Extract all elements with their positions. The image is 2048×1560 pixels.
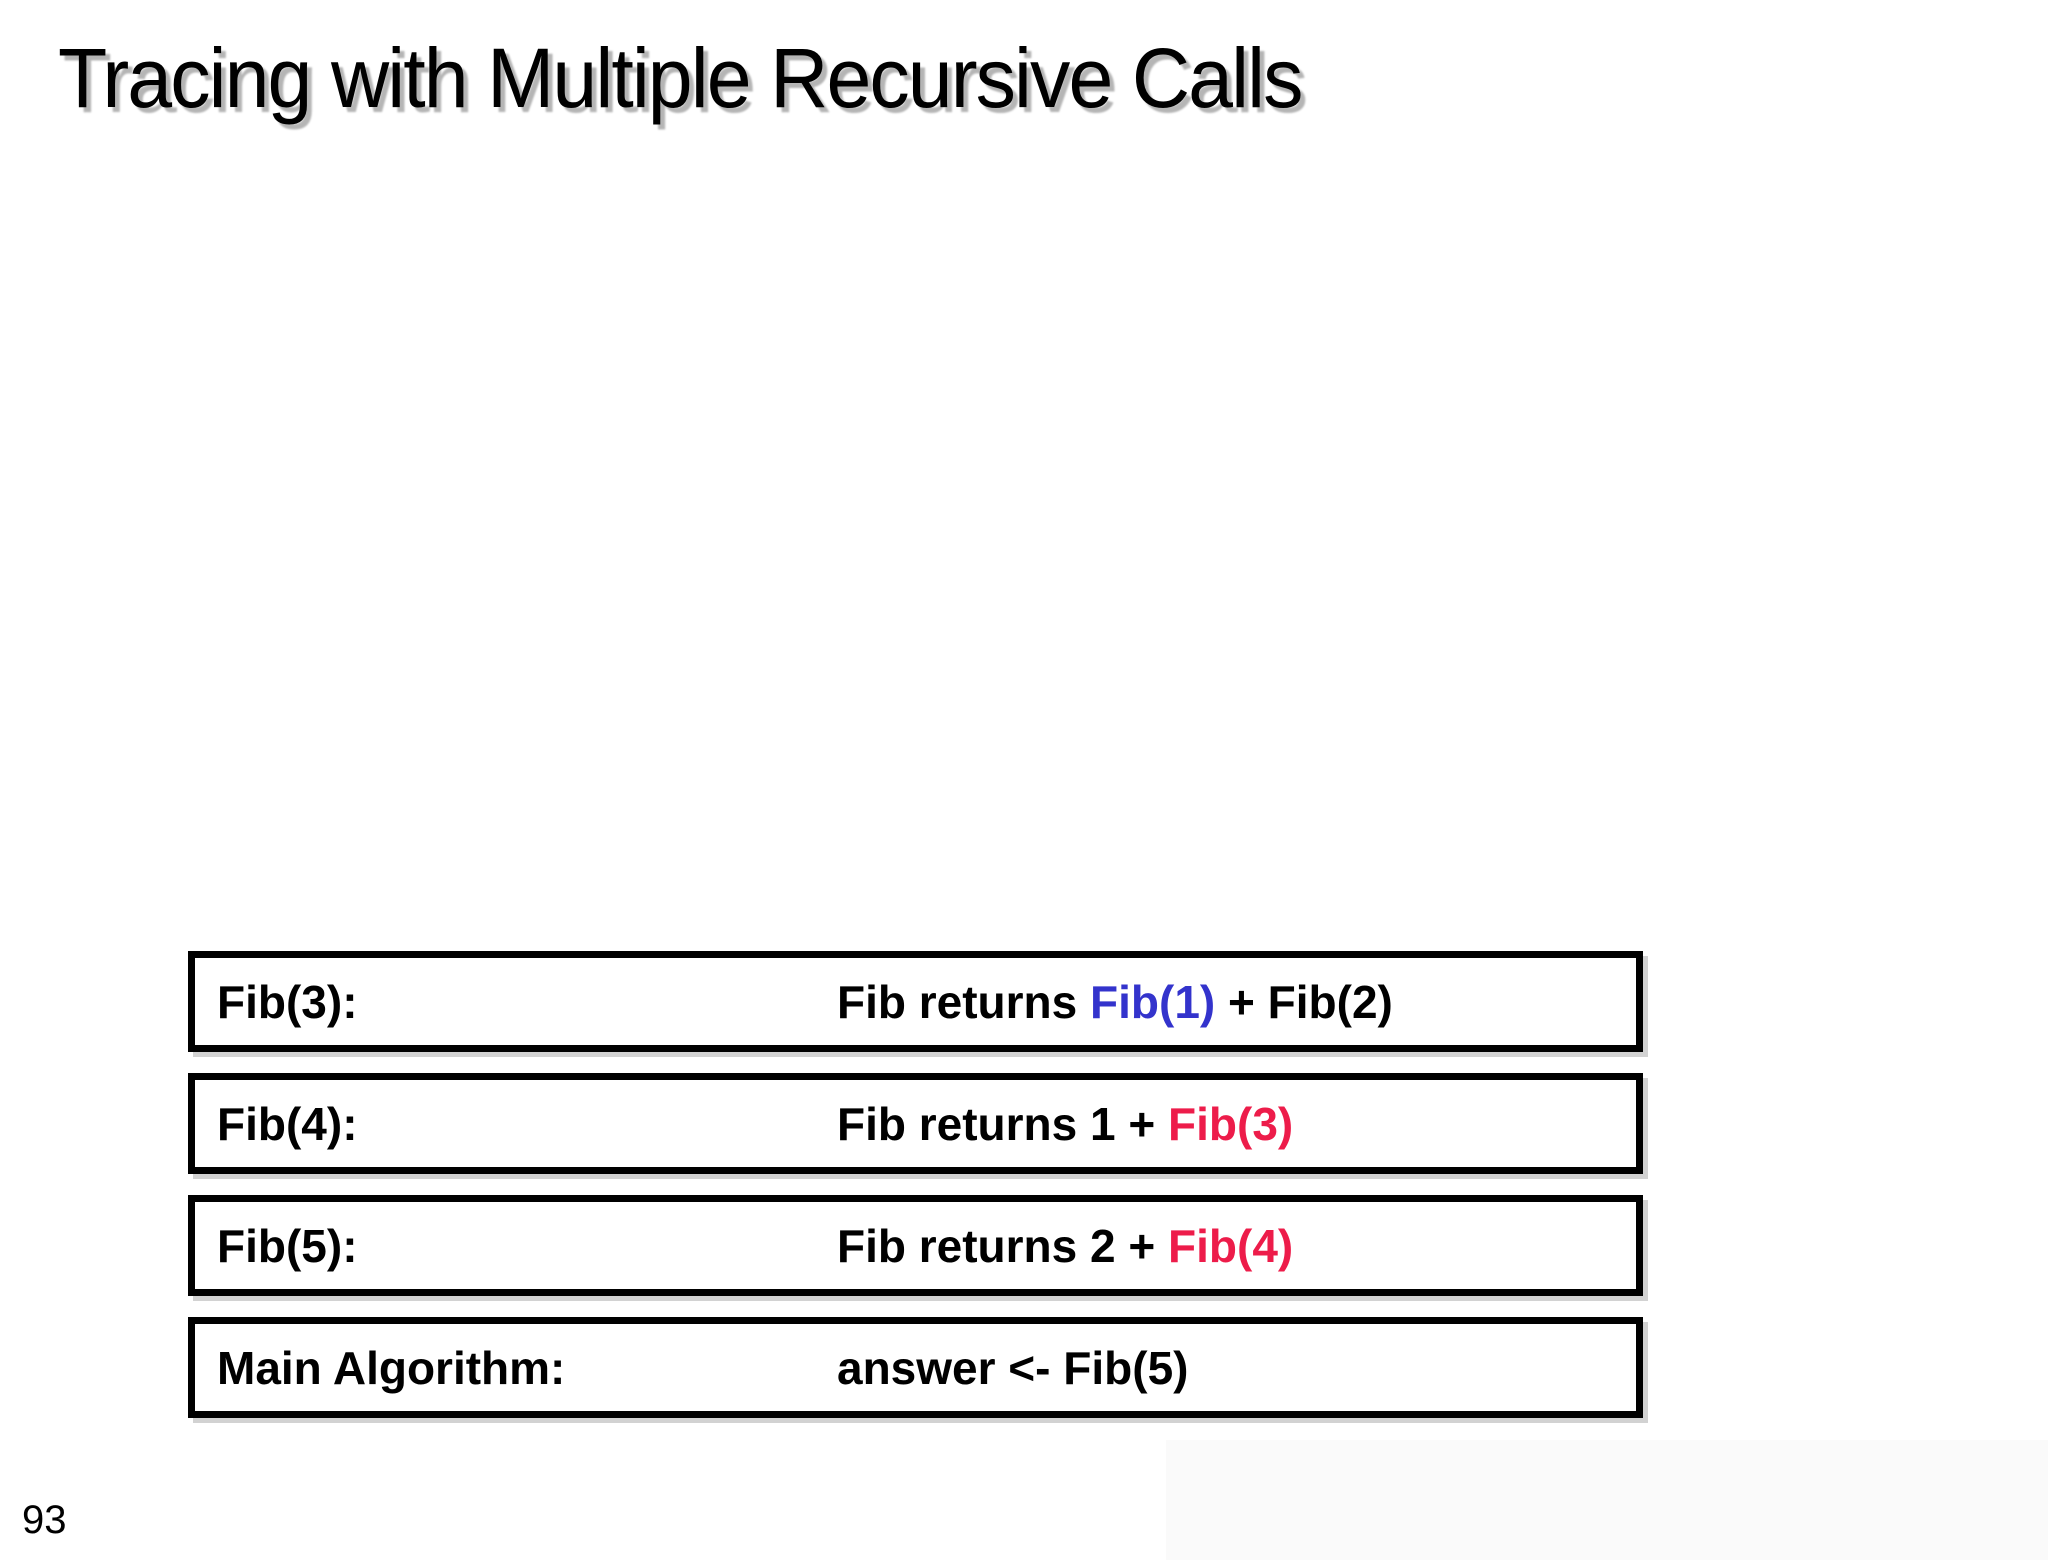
stack-frame-row: Fib(3): Fib returns Fib(1) + Fib(2) xyxy=(188,951,1643,1052)
expression-segment: Fib(1) xyxy=(1090,975,1216,1028)
expression-segment: Fib returns xyxy=(837,975,1091,1028)
expression-segment: Fib returns 1 + xyxy=(837,1097,1169,1150)
frame-expression: answer <- Fib(5) xyxy=(837,1341,1188,1395)
stack-frame-row: Fib(5): Fib returns 2 + Fib(4) xyxy=(188,1195,1643,1296)
expression-segment: + Fib(2) xyxy=(1215,975,1393,1028)
expression-segment: Fib returns 2 + xyxy=(837,1219,1169,1272)
frame-label: Fib(5): xyxy=(217,1219,358,1272)
frame-label: Fib(4): xyxy=(217,1097,358,1150)
stack-frame-row: Fib(4): Fib returns 1 + Fib(3) xyxy=(188,1073,1643,1174)
frame-label: Fib(3): xyxy=(217,975,358,1028)
background-tint xyxy=(1166,1440,2048,1560)
stack-frame-row: Main Algorithm: answer <- Fib(5) xyxy=(188,1317,1643,1418)
frame-expression: Fib returns 2 + Fib(4) xyxy=(837,1219,1293,1273)
call-stack: Fib(3): Fib returns Fib(1) + Fib(2) Fib(4)… xyxy=(188,951,1643,1439)
frame-expression: Fib returns 1 + Fib(3) xyxy=(837,1097,1293,1151)
page-title: Tracing with Multiple Recursive Calls xyxy=(58,31,1303,125)
frame-expression: Fib returns Fib(1) + Fib(2) xyxy=(837,975,1393,1029)
page-number: 93 xyxy=(22,1498,67,1542)
frame-label: Main Algorithm: xyxy=(217,1341,566,1394)
expression-segment: Fib(4) xyxy=(1168,1219,1294,1272)
expression-segment: Fib(3) xyxy=(1168,1097,1294,1150)
expression-segment: answer <- Fib(5) xyxy=(837,1341,1189,1394)
